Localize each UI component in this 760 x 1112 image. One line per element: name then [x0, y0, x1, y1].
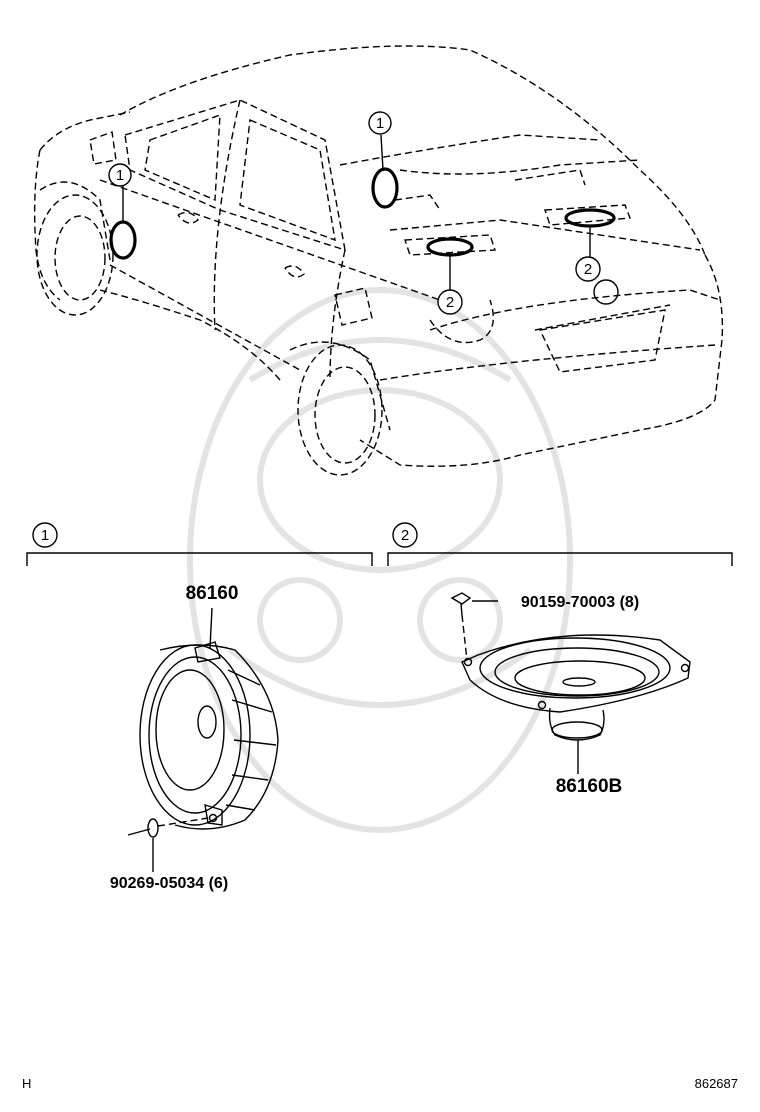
svg-text:2: 2 — [446, 294, 454, 311]
section-2-header: 2 — [387, 522, 733, 566]
rear-speaker-86160B — [461, 634, 691, 741]
door-speaker-86160 — [139, 641, 279, 830]
screw-90159 — [450, 592, 472, 661]
part-number-90159: 90159-70003 (8) — [521, 594, 639, 611]
leader-86160 — [209, 607, 213, 649]
callout-rear-shelf-right: 2 — [575, 226, 601, 282]
front-door-speaker-ring — [109, 220, 137, 260]
svg-text:1: 1 — [41, 527, 49, 544]
section-1-header: 1 — [26, 522, 373, 566]
part-number-86160B: 86160B — [556, 776, 623, 797]
screw-90269 — [127, 817, 209, 838]
svg-text:1: 1 — [116, 167, 124, 184]
callout-front-door: 1 — [108, 163, 132, 222]
svg-text:2: 2 — [401, 527, 409, 544]
rear-door-speaker-ring — [371, 167, 399, 209]
watermark-emblem — [187, 287, 573, 833]
car-speaker-locations — [109, 167, 616, 260]
car-outline — [33, 45, 724, 476]
callout-rear-shelf-left: 2 — [437, 255, 463, 315]
callout-rear-door: 1 — [368, 111, 392, 171]
rear-shelf-right-speaker-ring — [564, 208, 616, 228]
svg-text:1: 1 — [376, 115, 384, 132]
part-number-86160: 86160 — [186, 583, 239, 604]
footer-left-code: H — [22, 1076, 31, 1091]
part-number-90269: 90269-05034 (6) — [110, 875, 228, 892]
svg-text:2: 2 — [584, 261, 592, 278]
footer-right-code: 862687 — [695, 1076, 738, 1091]
